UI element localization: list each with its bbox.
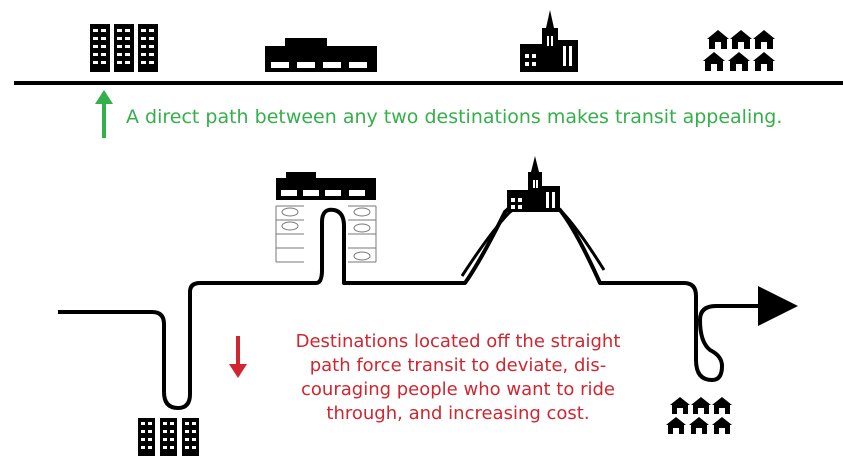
arrow-up-icon: [95, 90, 113, 138]
deviation-caption-line: Destinations located off the straight: [295, 331, 621, 352]
deviating-route-line: [58, 198, 798, 410]
deviation-caption-line: couraging people who want to ride: [301, 379, 615, 400]
hill-outline: [460, 200, 606, 277]
downtown-hill-icon: [507, 156, 560, 212]
direct-path-caption: A direct path between any two destinatio…: [126, 106, 783, 128]
houses-icon: [703, 30, 775, 71]
deviation-caption: Destinations located off the straight pa…: [262, 330, 654, 426]
mall-parking-icon: [275, 172, 377, 263]
arrow-down-icon: [229, 336, 247, 378]
apartments-icon: [90, 24, 158, 72]
mall-icon: [265, 38, 377, 72]
downtown-icon: [520, 10, 578, 72]
apartments-icon: [138, 418, 199, 456]
deviation-caption-line: path force transit to deviate, dis-: [309, 355, 607, 376]
houses-icon: [666, 397, 732, 434]
deviation-caption-line: through, and increasing cost.: [326, 403, 590, 424]
